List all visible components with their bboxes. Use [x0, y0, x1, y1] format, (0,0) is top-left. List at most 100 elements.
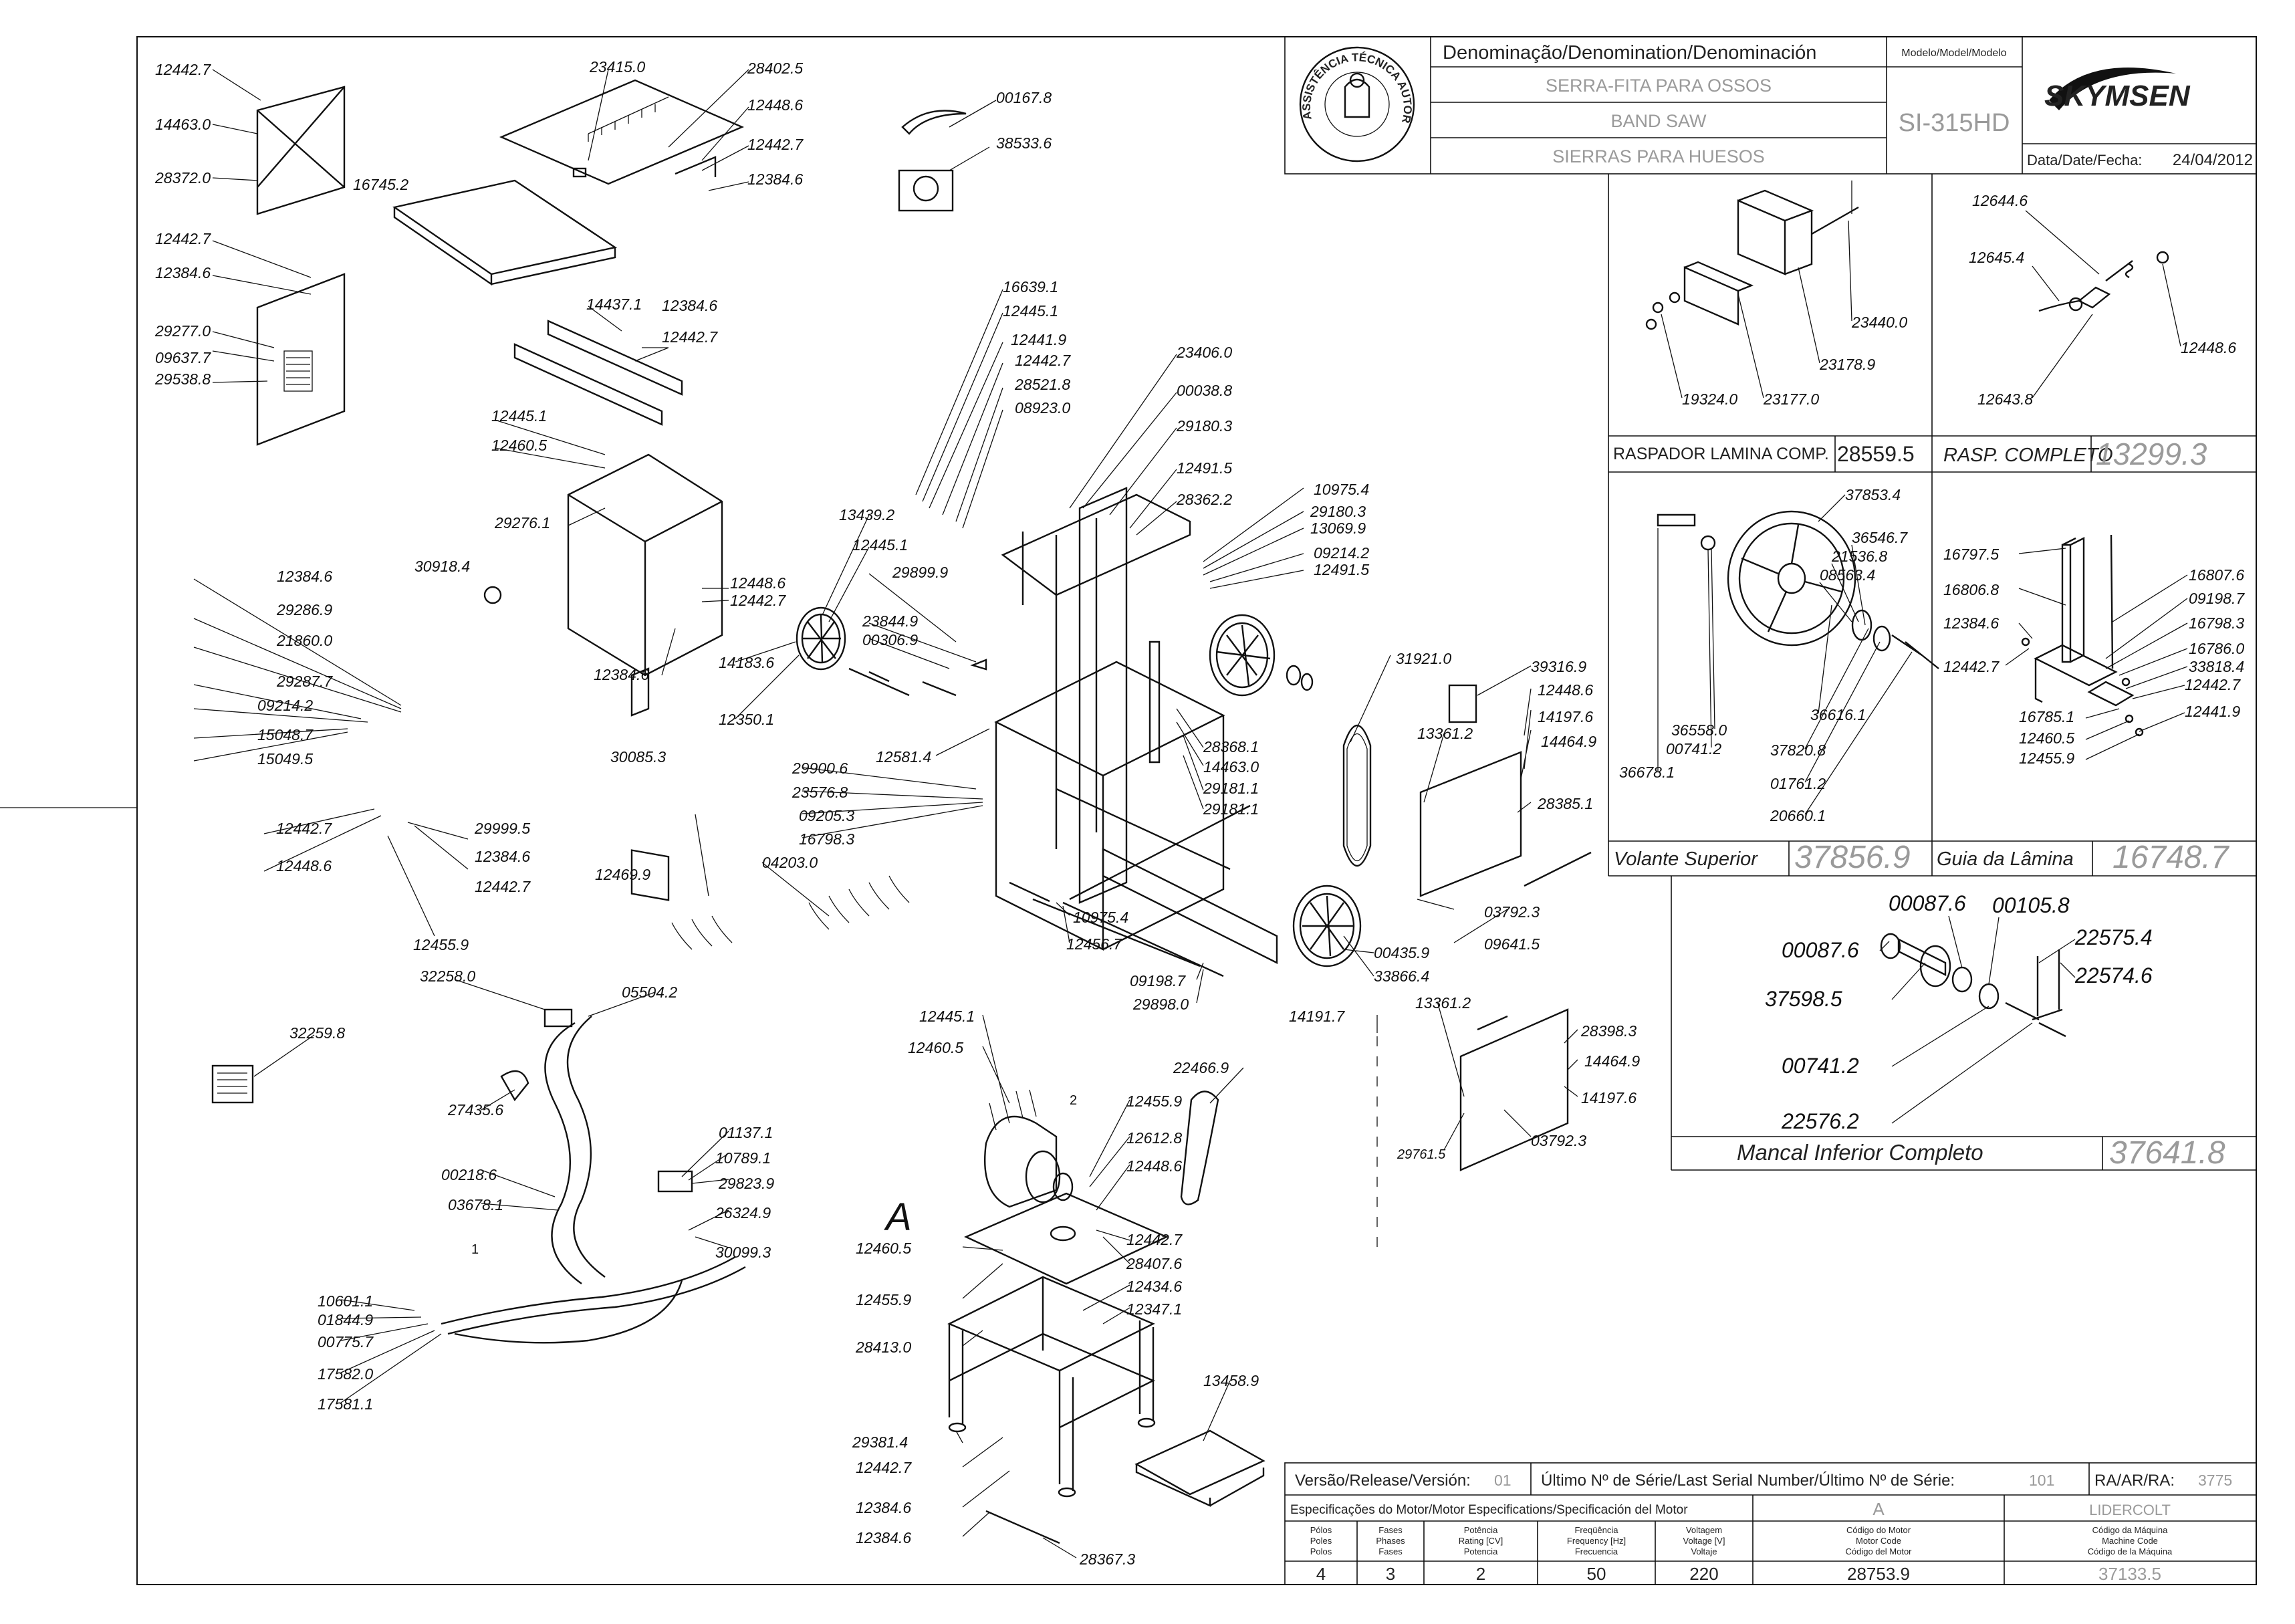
label: 12384.6 — [856, 1499, 911, 1516]
scraper-assembly-drawing — [1645, 181, 1859, 330]
label: 04203.0 — [762, 854, 818, 871]
part-08563-4: 08563.4 — [1820, 566, 1875, 584]
brand-logo: SKYMSEN — [2044, 68, 2191, 112]
label: 01844.9 — [318, 1311, 373, 1328]
svg-text:Motor Code: Motor Code — [1856, 1536, 1901, 1546]
ra-value: 3775 — [2198, 1472, 2232, 1489]
part-12644-6: 12644.6 — [1972, 192, 2028, 209]
label: 38533.6 — [996, 134, 1052, 152]
label: 15048.7 — [257, 726, 314, 743]
blade-guide-drawing — [2021, 534, 2144, 737]
tensioner-drawing — [2038, 251, 2169, 312]
svg-text:Polos: Polos — [1310, 1546, 1332, 1556]
part-12455-9: 12455.9 — [2019, 749, 2074, 767]
label: 12445.1 — [919, 1008, 975, 1025]
part-00087-6b: 00087.6 — [1782, 938, 1859, 962]
label: 29286.9 — [276, 601, 332, 618]
label: 29538.8 — [154, 370, 211, 388]
scraper-name: RASPADOR LAMINA COMP. — [1613, 445, 1829, 463]
label: 12442.7 — [747, 136, 804, 153]
lower-bearing-code: 37641.8 — [2109, 1135, 2225, 1171]
voltage-value: 220 — [1689, 1564, 1718, 1584]
label: 12456.7 — [1066, 935, 1122, 953]
motor-maker: LIDERCOLT — [2089, 1502, 2171, 1518]
part-37853-4: 37853.4 — [1845, 486, 1901, 503]
part-33818-4: 33818.4 — [2189, 658, 2244, 675]
label: 09205.3 — [799, 807, 854, 824]
label: 12442.7 — [276, 820, 332, 837]
blade-guide-name: Guia da Lâmina — [1937, 848, 2074, 870]
label: 12350.1 — [719, 711, 774, 728]
ra-label: RA/AR/RA: — [2094, 1472, 2175, 1490]
label: 09214.2 — [257, 697, 313, 714]
part-23440-0: 23440.0 — [1851, 314, 1907, 331]
label: 12445.1 — [491, 407, 547, 425]
label: 29277.0 — [154, 322, 211, 340]
label: 12491.5 — [1314, 561, 1369, 578]
label: 14463.0 — [155, 116, 211, 133]
label: 12384.6 — [277, 568, 332, 585]
part-00087-6: 00087.6 — [1889, 891, 1966, 915]
part-23177-0: 23177.0 — [1763, 390, 1819, 408]
part-09198-7: 09198.7 — [2189, 590, 2245, 607]
label: 10601.1 — [318, 1292, 373, 1310]
scraper-code: 28559.5 — [1837, 442, 1915, 466]
label: 12384.6 — [662, 297, 717, 314]
part-16797-5: 16797.5 — [1943, 546, 1999, 563]
svg-text:Frequency [Hz]: Frequency [Hz] — [1567, 1536, 1626, 1546]
label: 28367.3 — [1079, 1550, 1135, 1568]
svg-text:Código da Máquina: Código da Máquina — [2092, 1525, 2169, 1535]
label: 13439.2 — [839, 506, 894, 524]
part-36546-7: 36546.7 — [1852, 529, 1908, 546]
label: 12384.6 — [475, 848, 530, 865]
spec-col-frequency: Freqüência Frequency [Hz] Frecuencia 50 — [1567, 1525, 1626, 1584]
label: 12442.7 — [155, 61, 211, 78]
label: 08923.0 — [1015, 399, 1070, 417]
label: 12612.8 — [1126, 1129, 1182, 1147]
label: 29823.9 — [718, 1175, 774, 1192]
authorized-service-seal: ASSISTÊNCIA TÉCNICA AUTORIZADA — [0, 0, 1415, 162]
label: 00435.9 — [1374, 944, 1429, 961]
label: 30099.3 — [715, 1244, 771, 1261]
part-00741-2: 00741.2 — [1666, 740, 1721, 758]
motor-spec-label: Especificações do Motor/Motor Especifica… — [1290, 1503, 1688, 1517]
rating-value: 2 — [1476, 1564, 1485, 1584]
svg-text:Fases: Fases — [1378, 1546, 1403, 1556]
svg-text:Pólos: Pólos — [1310, 1525, 1332, 1535]
date-value: 24/04/2012 — [2173, 151, 2253, 169]
date-label: Data/Date/Fecha: — [2027, 152, 2142, 168]
spec-col-rating: Potência Rating [CV] Potencia 2 — [1459, 1525, 1503, 1584]
label: 12442.7 — [856, 1459, 912, 1476]
label: 31921.0 — [1396, 650, 1451, 667]
label: 03792.3 — [1484, 903, 1540, 921]
svg-text:Voltaje: Voltaje — [1691, 1546, 1717, 1556]
part-37598-5: 37598.5 — [1765, 987, 1842, 1011]
part-12442-7: 12442.7 — [1943, 658, 2000, 675]
label: 13361.2 — [1417, 725, 1473, 742]
label: 12442.7 — [662, 328, 718, 346]
part-16806-8: 16806.8 — [1943, 581, 1999, 598]
label: 28521.8 — [1014, 376, 1070, 393]
part-22575-4: 22575.4 — [2074, 925, 2153, 949]
label: 33866.4 — [1374, 967, 1429, 985]
label: 28398.3 — [1580, 1022, 1637, 1040]
label: 12347.1 — [1126, 1300, 1182, 1318]
motor-view-letter: A — [884, 1195, 912, 1239]
label: 12442.7 — [155, 230, 211, 247]
machine-code-value: 37133.5 — [2098, 1564, 2161, 1584]
label: 16639.1 — [1003, 278, 1058, 296]
label: 28385.1 — [1537, 795, 1593, 812]
label: 29276.1 — [494, 514, 550, 532]
label: 12448.6 — [1538, 681, 1593, 699]
upper-wheel-name: Volante Superior — [1614, 848, 1758, 870]
serial-value: 101 — [2029, 1472, 2054, 1489]
label: 14463.0 — [1203, 758, 1259, 776]
part-23178-9: 23178.9 — [1819, 356, 1875, 373]
label: 13458.9 — [1203, 1372, 1259, 1389]
label: 05504.2 — [622, 983, 677, 1001]
label: 00775.7 — [318, 1333, 374, 1351]
part-16786-0: 16786.0 — [2189, 640, 2244, 657]
main-assembly-drawing — [211, 79, 1592, 1544]
label: 16798.3 — [799, 830, 854, 848]
wire-2-label: 2 — [1070, 1093, 1077, 1108]
